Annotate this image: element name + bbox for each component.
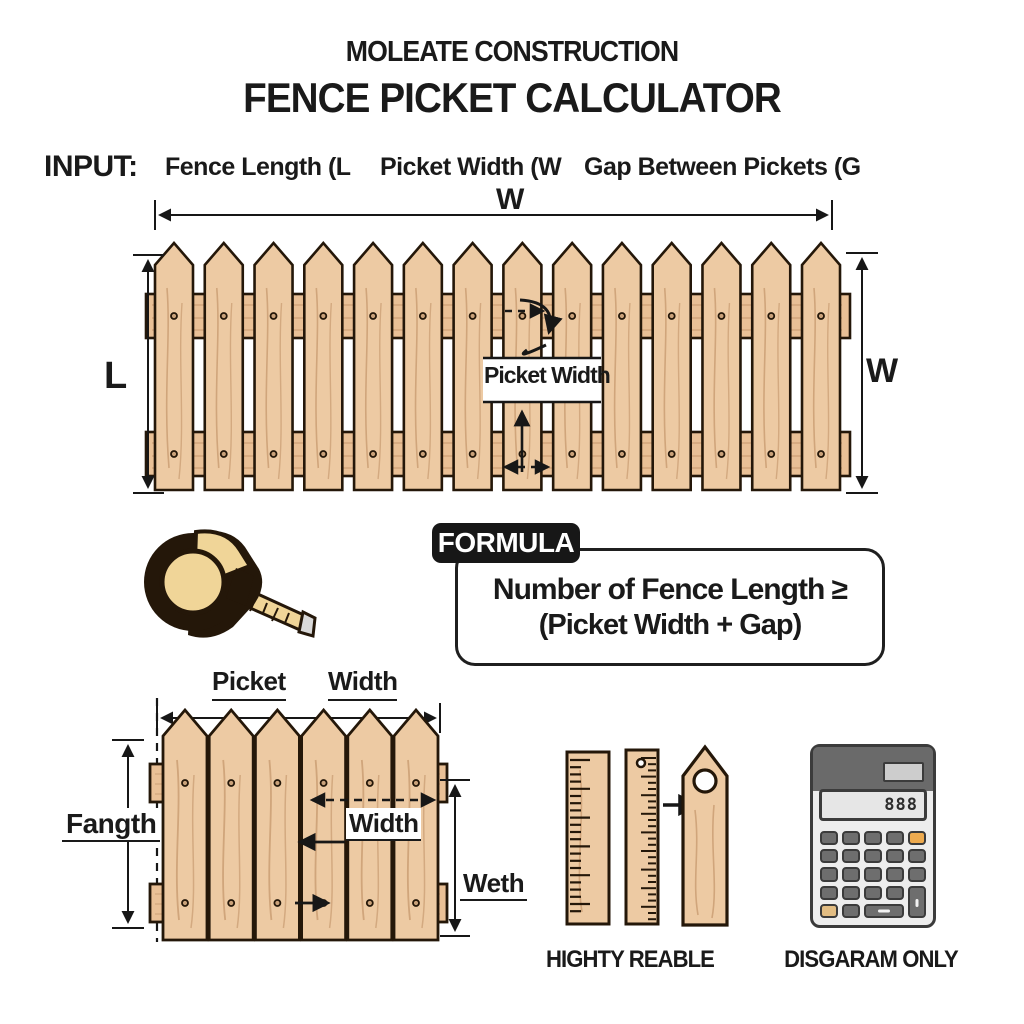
calc-button [820,849,838,864]
picket-width-callout [483,298,601,475]
bottom-picket-label: Picket [212,666,286,701]
picket-icon [681,744,729,927]
picket-width-label: Picket Width [484,362,611,388]
rulers-caption: HIGHTY REABLE [546,946,715,973]
calc-button [864,885,882,900]
bottom-height-label: Weth [460,868,528,901]
calc-button [842,903,860,918]
calc-button [842,849,860,864]
input-field-gap: Gap Between Pickets (G [584,153,861,181]
top-width-dimension-label: W [496,183,524,216]
bottom-mid-width-label: Width [346,808,422,841]
ruler-icon-2 [624,748,660,926]
left-length-dimension [133,254,164,494]
input-field-fence-length: Fence Length (L [165,153,351,181]
calc-button [820,885,838,900]
calc-button [908,867,926,882]
tape-measure-icon [144,529,317,638]
calc-button [842,831,860,846]
calc-button-tan [820,903,838,918]
calc-button [820,867,838,882]
input-label: INPUT: [44,150,138,183]
calculator-caption: DISGARAM ONLY [784,946,959,973]
calc-button [820,831,838,846]
calculator-icon: 888 [810,744,936,928]
calculator-keys [820,831,926,918]
calc-button [864,867,882,882]
bottom-fence-diagram [112,698,470,942]
bottom-width-label: Width [328,666,398,701]
page-title: FENCE PICKET CALCULATOR [243,74,782,121]
input-field-picket-width: Picket Width (W [380,153,562,181]
bottom-fence-nails [181,779,420,907]
bottom-picket-width-dimension [156,703,441,733]
formula-tab: FORMULA [432,523,580,563]
top-width-dimension [154,200,833,230]
mid-width-callout [295,792,437,913]
right-width-dimension-label: W [866,352,898,390]
calc-button [886,849,904,864]
right-width-dimension [846,252,878,494]
formula-box: Number of Fence Length ≥ (Picket Width +… [455,548,885,666]
calc-button-tall [908,885,926,918]
left-length-dimension-label: L [104,355,127,397]
ruler-icon [565,750,611,926]
calc-button-orange [908,831,926,846]
bottom-length-label: Fangth [62,808,161,842]
calc-button [864,849,882,864]
calc-button-wide [864,903,904,918]
calc-button [842,885,860,900]
top-fence-diagram [133,200,878,494]
calc-button [886,831,904,846]
calculator-display: 888 [819,789,927,821]
calc-button [908,849,926,864]
formula-line2: (Picket Width + Gap) [538,608,803,641]
brand-title: MOLEATE CONSTRUCTION [345,36,679,68]
formula-line1: Number of Fence Length ≥ [492,572,848,606]
top-fence-nails [170,312,825,458]
bottom-height-dimension [440,779,470,937]
calc-button [842,867,860,882]
calc-button [886,885,904,900]
calc-button [864,831,882,846]
calculator-solar-panel [883,762,924,782]
calc-button [886,867,904,882]
